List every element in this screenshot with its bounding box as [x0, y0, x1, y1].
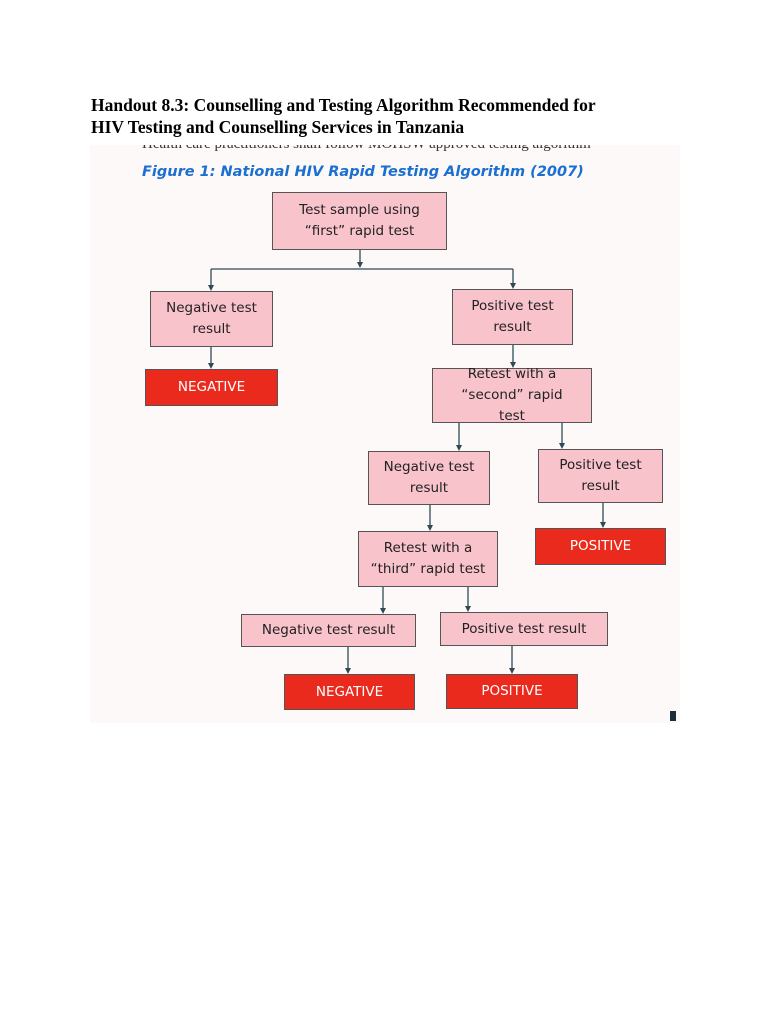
third-test-box: Retest with a “third” rapid test — [358, 531, 498, 587]
negative-outcome-1: NEGATIVE — [145, 369, 278, 406]
negative-result-1-box: Negative test result — [150, 291, 273, 347]
positive-result-1-box: Positive test result — [452, 289, 573, 345]
positive-result-2-box: Positive test result — [538, 449, 663, 503]
positive-result-3-box: Positive test result — [440, 612, 608, 646]
first-test-box: Test sample using “first” rapid test — [272, 192, 447, 250]
handout-title: Handout 8.3: Counselling and Testing Alg… — [91, 94, 596, 138]
positive-outcome-3: POSITIVE — [446, 674, 578, 709]
cut-off-text: Health care practitioners shall follow M… — [142, 145, 591, 153]
scan-artifact — [670, 711, 676, 721]
negative-result-2-box: Negative test result — [368, 451, 490, 505]
positive-outcome-2: POSITIVE — [535, 528, 666, 565]
second-test-box: Retest with a “second” rapid test — [432, 366, 592, 424]
handout-title-line-1: Handout 8.3: Counselling and Testing Alg… — [91, 95, 596, 115]
negative-result-3-box: Negative test result — [241, 614, 416, 647]
figure-title: Figure 1: National HIV Rapid Testing Alg… — [142, 164, 584, 180]
handout-title-line-2: HIV Testing and Counselling Services in … — [91, 117, 465, 137]
negative-outcome-3: NEGATIVE — [284, 674, 415, 710]
